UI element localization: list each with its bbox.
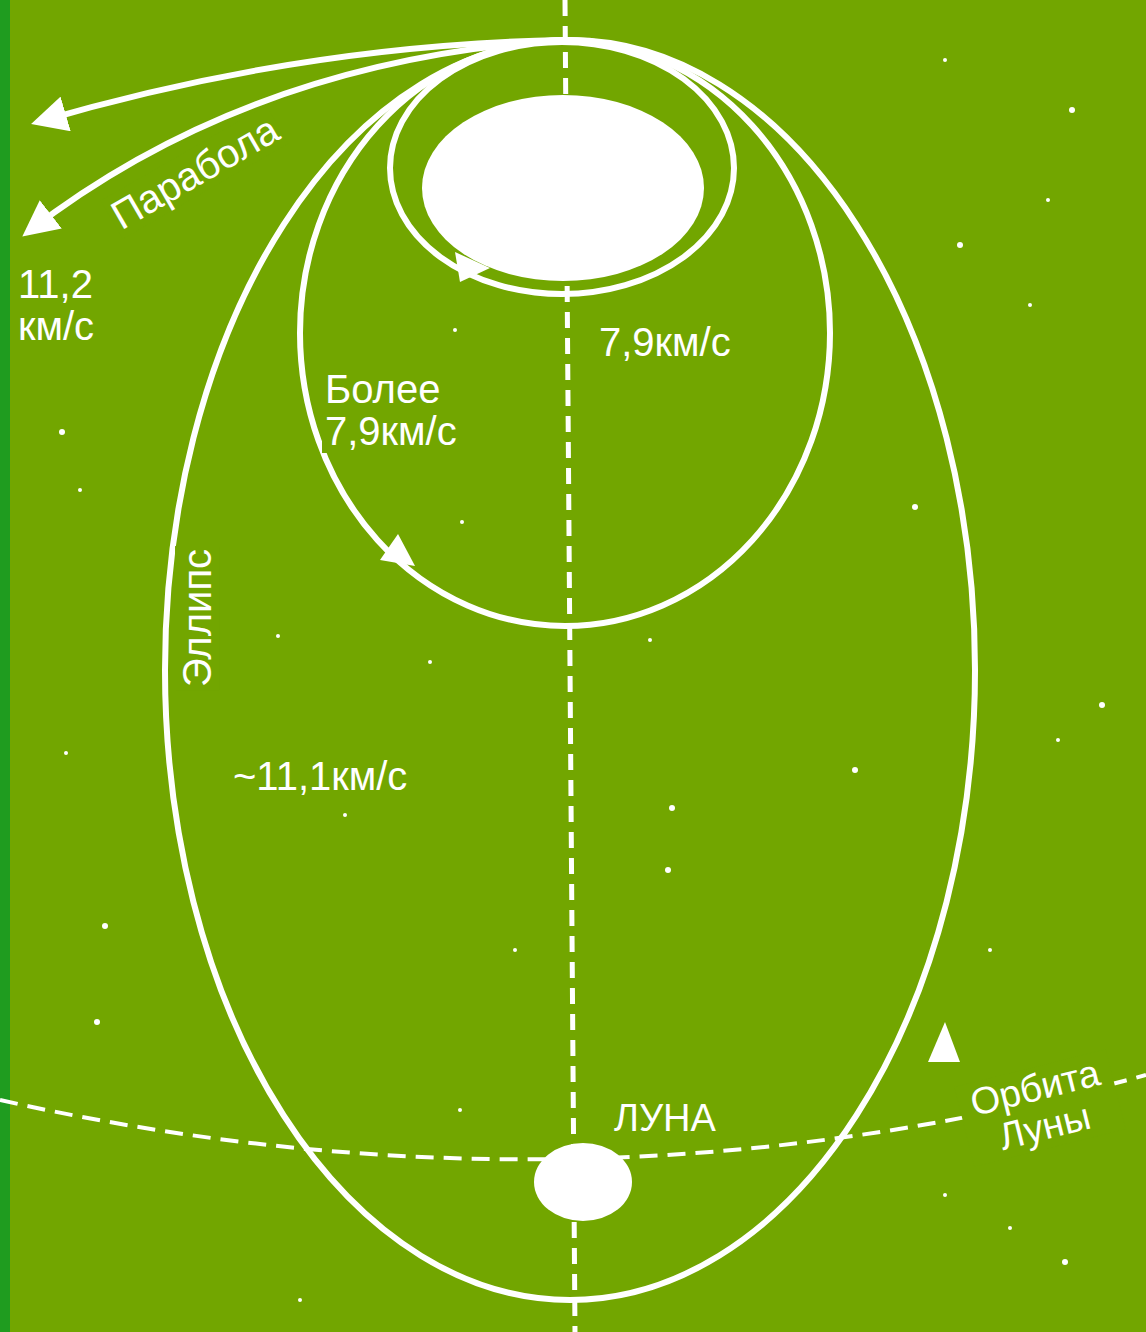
speed-value: Более 7,9км/с	[322, 367, 543, 453]
orbit-name: Орбита Луны	[954, 1049, 1125, 1166]
orbit-arrow	[380, 534, 415, 566]
orbit-arrow	[455, 252, 490, 282]
trajectory-name: Парабола	[101, 105, 289, 239]
moon-body: ЛУНА	[533, 1142, 633, 1222]
parabola-path	[38, 40, 563, 122]
lunar-ellipse	[165, 40, 975, 1300]
earth	[422, 95, 704, 281]
speed-value: ~11,1км/с	[230, 754, 410, 798]
orbit-arrow	[928, 1022, 960, 1062]
elliptic-orbit	[300, 40, 830, 626]
trajectory-name: Эллипс	[175, 546, 219, 690]
moon-disc	[533, 1142, 633, 1222]
edge-strip	[0, 0, 10, 1332]
circular-orbit	[390, 42, 734, 294]
body-name: ЛУНА	[611, 1098, 719, 1140]
speed-value: 7,9км/с	[596, 320, 734, 364]
speed-value: 11,2 км/с	[15, 262, 141, 348]
stars	[59, 58, 1105, 1302]
